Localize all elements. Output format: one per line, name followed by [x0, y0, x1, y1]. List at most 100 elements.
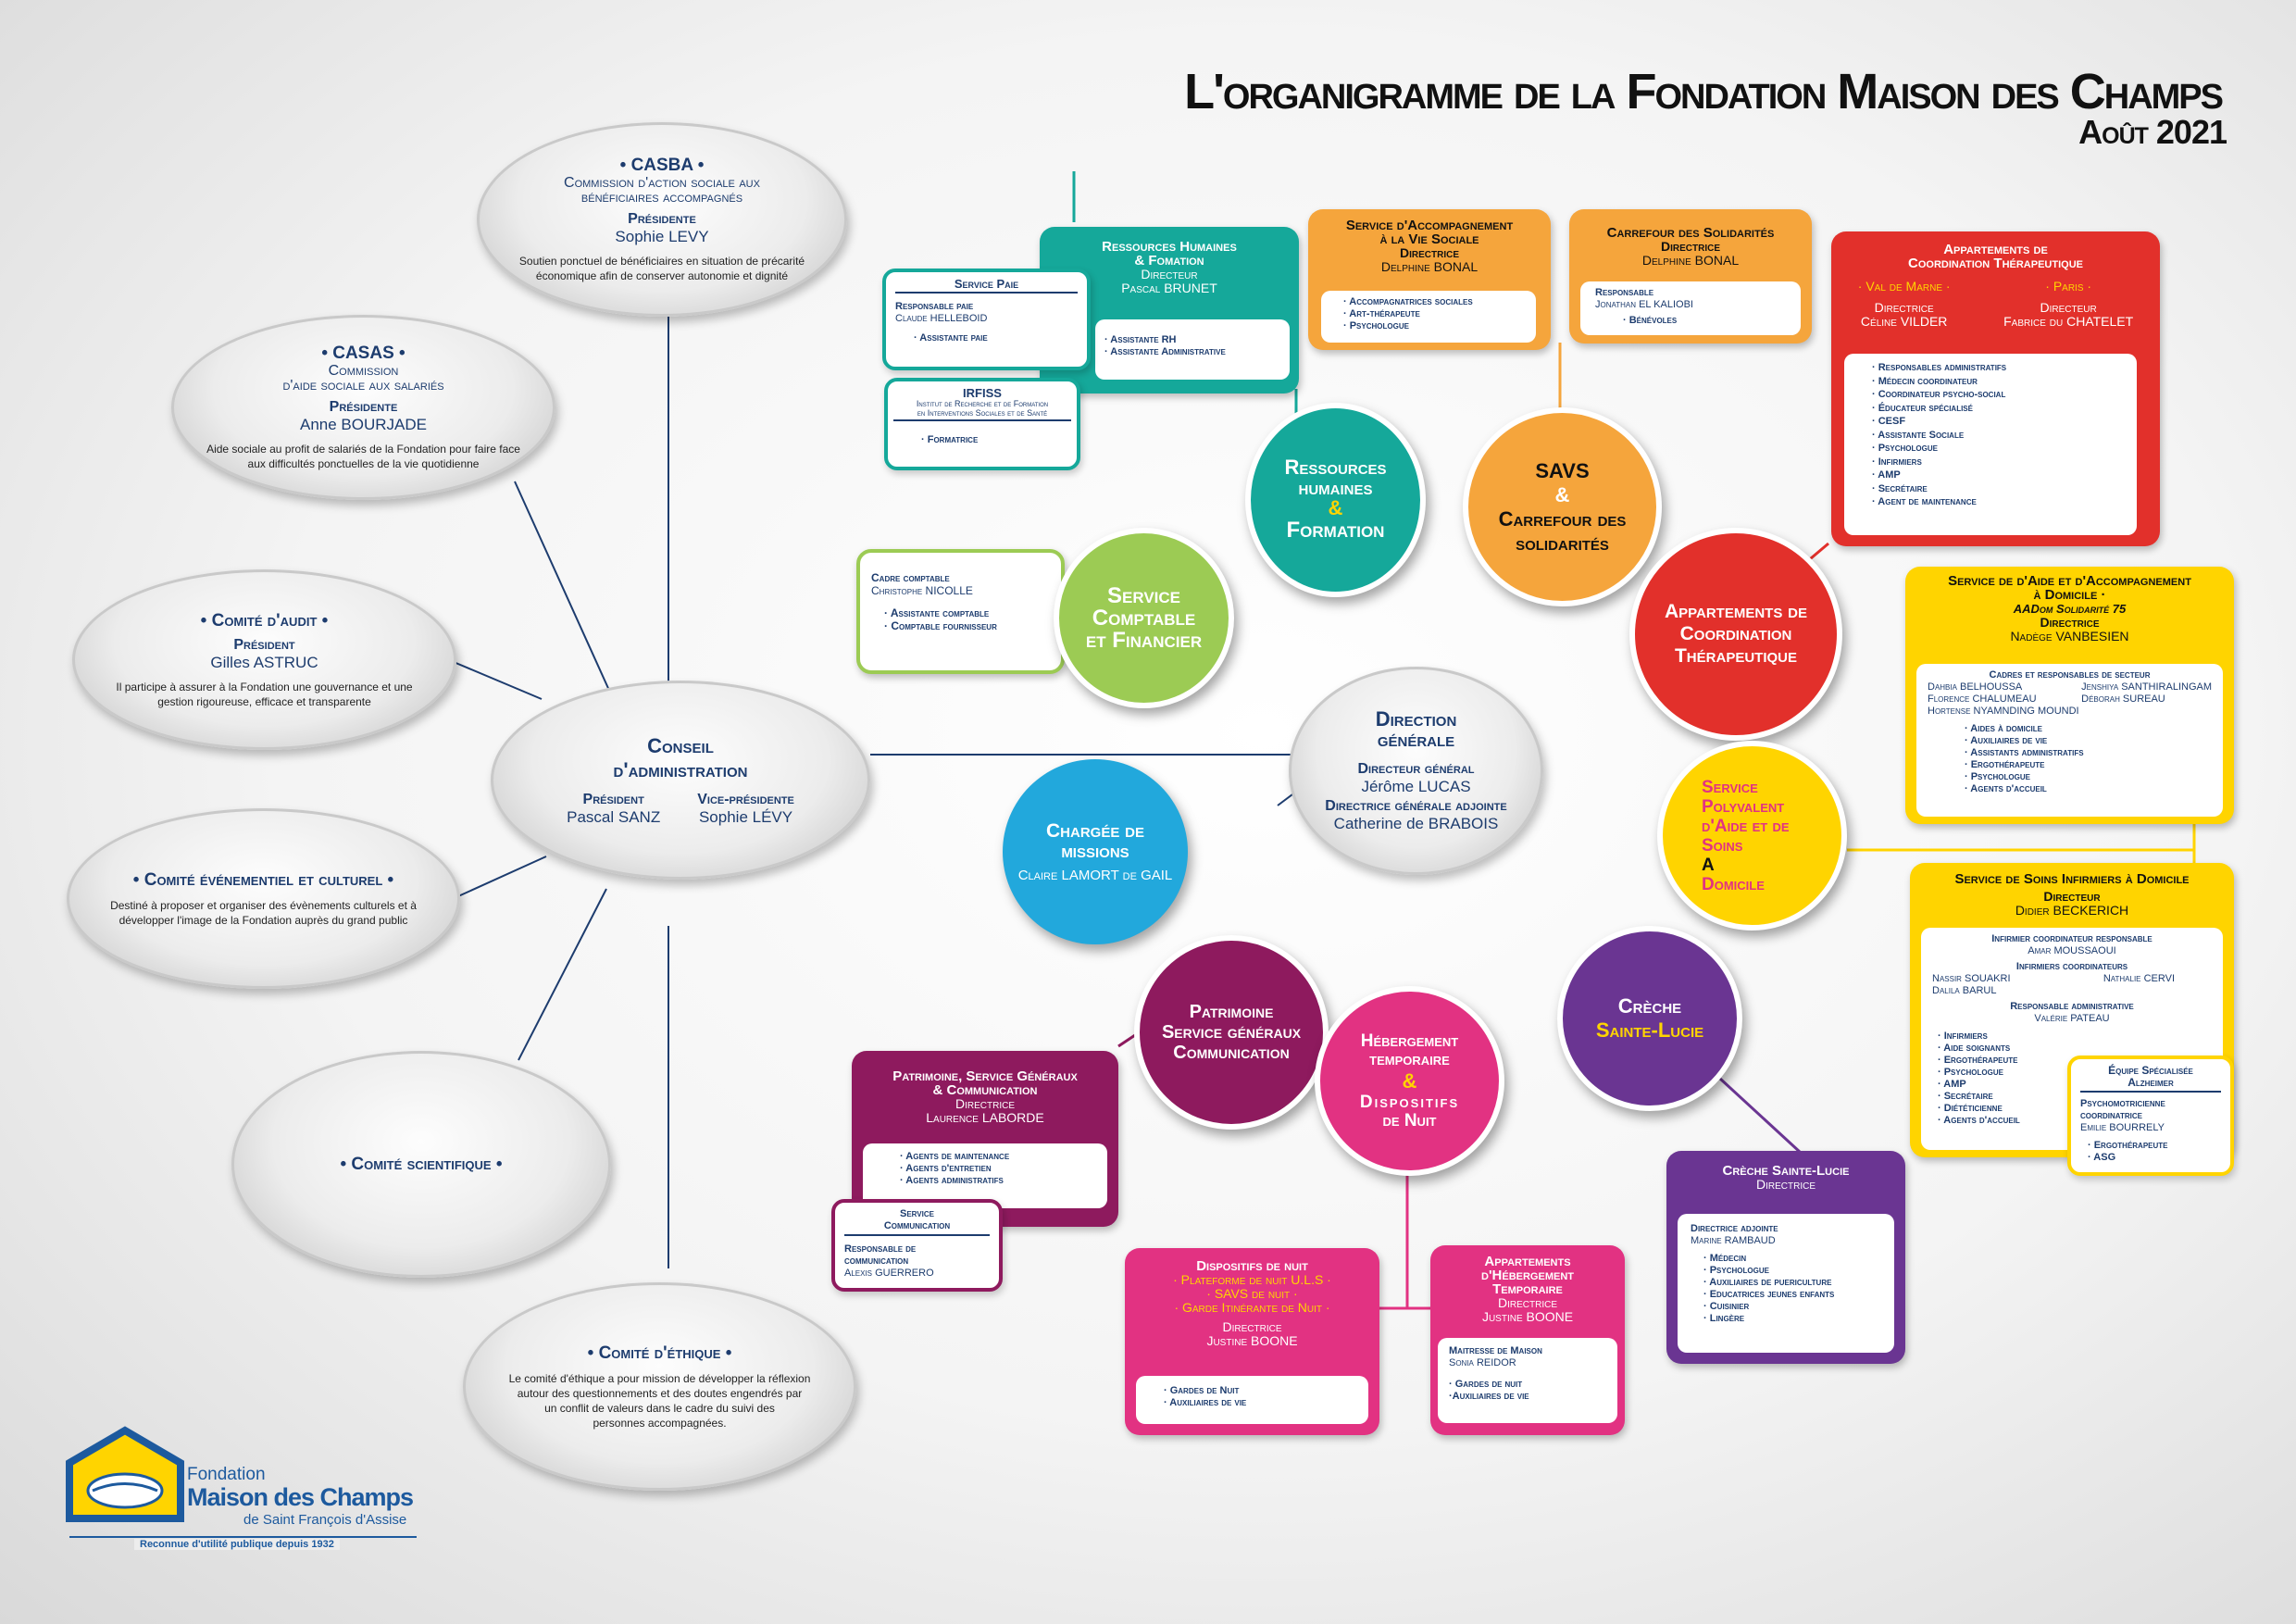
- creche-circle: Crèche Sainte-Lucie: [1557, 926, 1742, 1111]
- patrimoine-circle-2: Service généraux: [1161, 1022, 1302, 1043]
- esa-title-1: Équipe Spécialisée: [2108, 1064, 2193, 1077]
- missions-title-2: missions: [1061, 840, 1129, 862]
- ssiad-item-0: · Infirmiers: [1938, 1031, 1988, 1042]
- audit-title: • Comité d'audit •: [200, 610, 329, 631]
- comptable-box: Cadre comptable Christophe NICOLLE · Ass…: [856, 549, 1065, 674]
- act-circle: Appartements de Coordination Thérapeutiq…: [1629, 528, 1842, 741]
- saad-item-0: · Aides à domicile: [1965, 723, 2042, 734]
- rh-box-title-2: & Fomation: [1134, 253, 1204, 269]
- hebergement-circle-1: Hébergement: [1360, 1031, 1459, 1051]
- saad-name-left-2: Hortense NYAMNDING MOUNDI: [1928, 706, 2079, 717]
- rh-circle: Ressources humaines & Formation: [1245, 403, 1426, 597]
- dg-oval: Direction générale Directeur général Jér…: [1289, 667, 1543, 875]
- rh-circle-3: &: [1328, 496, 1343, 519]
- audit-desc-2: gestion rigoureuse, efficace et transpar…: [157, 694, 371, 708]
- creche-box-title: Crèche Sainte-Lucie: [1722, 1163, 1850, 1179]
- esa-role-2: coordinatrice: [2080, 1110, 2142, 1121]
- saad-title-2: à Domicile ·: [2033, 587, 2106, 603]
- creche-box-role: Directrice: [1755, 1177, 1816, 1192]
- act-loc-2: · Paris ·: [2045, 279, 2092, 294]
- savs-item-0: · Accompagnatrices sociales: [1343, 296, 1473, 307]
- carrefour-item: · Bénévoles: [1623, 315, 1678, 326]
- logo-line-1: Fondation: [187, 1465, 266, 1484]
- scientifique-oval: • Comité scientifique •: [231, 1051, 611, 1278]
- audit-role: Président: [233, 636, 295, 653]
- creche-item-0: · Médecin: [1703, 1253, 1747, 1264]
- savs-circle-3: Carrefour des: [1498, 506, 1627, 531]
- irfiss-sub-2: en Interventions Sociales et de Santé: [917, 408, 1048, 418]
- casba-desc-1: Soutien ponctuel de bénéficiaires en sit…: [518, 255, 805, 268]
- irfiss-title: IRFISS: [963, 386, 1002, 400]
- missions-circle: Chargée de missions Claire LAMORT de GAI…: [1003, 759, 1188, 944]
- patrimoine-list: · Agents de maintenance · Agents d'entre…: [863, 1143, 1107, 1208]
- nuit-item-0: · Gardes de Nuit: [1164, 1385, 1240, 1396]
- saad-name-left-0: Dahbia BELHOUSSA: [1928, 681, 2023, 693]
- ssiad-item-6: · Diététicienne: [1938, 1103, 2003, 1114]
- patrimoine-circle: Patrimoine Service généraux Communicatio…: [1134, 935, 1329, 1130]
- hebergement-circle: Hébergement temporaire & Dispositifs de …: [1315, 986, 1504, 1176]
- ethique-desc-1: Le comité d'éthique a pour mission de dé…: [508, 1371, 811, 1385]
- audit-oval: • Comité d'audit • Président Gilles ASTR…: [72, 569, 456, 750]
- casba-role: Présidente: [628, 211, 696, 227]
- ethique-oval: • Comité d'éthique • Le comité d'éthique…: [463, 1282, 856, 1491]
- conseil-vp-name: Sophie LÉVY: [698, 807, 793, 826]
- casba-subtitle-1: Commission d'action sociale aux: [564, 175, 760, 191]
- patrimoine-box-title-1: Patrimoine, Service Généraux: [892, 1068, 1078, 1084]
- com-title-1: Service: [900, 1208, 934, 1219]
- ssiad-n2c: Dalila BARUL: [1932, 985, 1997, 996]
- saad-item-3: · Ergothérapeute: [1965, 759, 2045, 770]
- comptable-item-0: · Assistante comptable: [884, 606, 990, 619]
- carrefour-name: Delphine BONAL: [1641, 253, 1740, 268]
- ssiad-r3: Responsable administrative: [2010, 1001, 2134, 1012]
- savs-circle-2: &: [1554, 482, 1570, 506]
- act-item-1: · Médecin coordinateur: [1872, 375, 1978, 387]
- dg-title-1: Direction: [1375, 706, 1457, 731]
- saad-sect-title: Cadres et responsables de secteur: [1989, 669, 2151, 681]
- rh-item-0: · Assistante RH: [1104, 334, 1177, 345]
- act-list: · Responsables administratifs · Médecin …: [1844, 354, 2137, 535]
- act-box-title-2: Coordination Thérapeutique: [1908, 256, 2083, 271]
- spasad-l4: Soins: [1702, 835, 1743, 856]
- ethique-desc-4: personnes accompagnées.: [593, 1416, 727, 1430]
- casas-desc-1: Aide sociale au profit de salariés de la…: [206, 443, 520, 456]
- comptable-name: Christophe NICOLLE: [871, 584, 973, 597]
- patrimoine-item-2: · Agents administratifs: [900, 1175, 1004, 1186]
- rh-item-1: · Assistante Administrative: [1104, 346, 1226, 357]
- ssiad-r2: Infirmiers coordinateurs: [2015, 961, 2128, 972]
- saad-item-4: · Psychologue: [1965, 771, 2030, 782]
- esa-box: Équipe Spécialisée Alzheimer Psychomotri…: [2067, 1056, 2234, 1176]
- saad-name: Nadège VANBESIEN: [2010, 629, 2129, 643]
- paie-item: · Assistante paie: [914, 332, 988, 344]
- creche-item-1: · Psychologue: [1703, 1265, 1769, 1276]
- patrimoine-circle-3: Communication: [1173, 1043, 1290, 1063]
- esa-title-2: Alzheimer: [2128, 1076, 2174, 1089]
- act-item-7: · Infirmiers: [1872, 456, 1922, 468]
- savs-circle: SAVS & Carrefour des solidarités: [1463, 407, 1662, 606]
- creche-item-4: · Cuisinier: [1703, 1301, 1750, 1312]
- casba-name: Sophie LEVY: [615, 228, 709, 245]
- savs-box: Service d'Accompagnement à la Vie Social…: [1308, 209, 1551, 350]
- saad-item-1: · Auxiliaires de vie: [1965, 735, 2048, 746]
- act-item-0: · Responsables administratifs: [1872, 362, 2007, 373]
- rh-circle-4: Formation: [1286, 518, 1385, 543]
- creche-list: Directrice adjointe Marine RAMBAUD · Méd…: [1678, 1214, 1894, 1353]
- com-title-2: Communication: [883, 1220, 951, 1231]
- saad-title-3: AADom Solidarité 75: [2013, 602, 2127, 616]
- ethique-desc-3: un conflit de valeurs dans le cadre du s…: [544, 1401, 775, 1415]
- act-box: Appartements de Coordination Thérapeutiq…: [1831, 231, 2160, 546]
- creche-item-2: · Auxiliaires de puericulture: [1703, 1277, 1832, 1288]
- appt-list: Maitresse de Maison Sonia REIDOR · Garde…: [1438, 1338, 1617, 1423]
- creche-circle-2: Sainte-Lucie: [1595, 1018, 1704, 1042]
- act-item-9: · Secrétaire: [1872, 482, 1928, 494]
- nuit-list: · Gardes de Nuit · Auxiliaires de vie: [1136, 1376, 1368, 1424]
- saad-list: Cadres et responsables de secteur Dahbia…: [1916, 664, 2223, 817]
- act-item-3: · Éducateur spécialisé: [1872, 402, 1973, 414]
- comptable-circle: Service Comptable et Financier: [1054, 528, 1234, 708]
- savs-box-list: · Accompagnatrices sociales · Art-thérap…: [1321, 291, 1536, 343]
- savs-box-name: Delphine BONAL: [1380, 259, 1479, 274]
- page-date: Août 2021: [2078, 113, 2227, 151]
- casas-subtitle-1: Commission: [328, 363, 399, 379]
- act-circle-2: Coordination: [1679, 623, 1792, 644]
- act-item-6: · Psychologue: [1872, 443, 1938, 454]
- rh-box-list: · Assistante RH · Assistante Administrat…: [1095, 319, 1290, 380]
